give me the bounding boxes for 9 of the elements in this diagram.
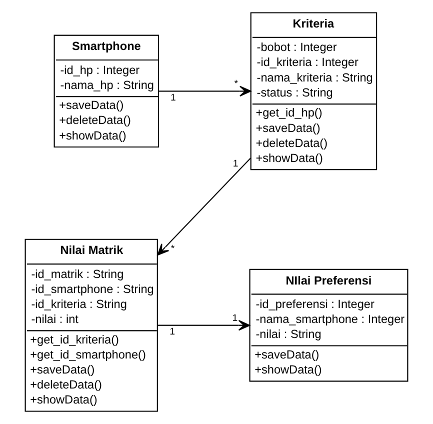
arrow xyxy=(158,320,250,331)
label: * xyxy=(234,78,238,90)
label: 1 xyxy=(170,92,176,104)
arrow xyxy=(157,158,251,256)
arrow xyxy=(158,86,252,97)
label: 1 xyxy=(170,326,175,338)
label: 1 xyxy=(232,312,238,324)
label: 1 xyxy=(232,158,238,170)
label: * xyxy=(170,244,175,255)
